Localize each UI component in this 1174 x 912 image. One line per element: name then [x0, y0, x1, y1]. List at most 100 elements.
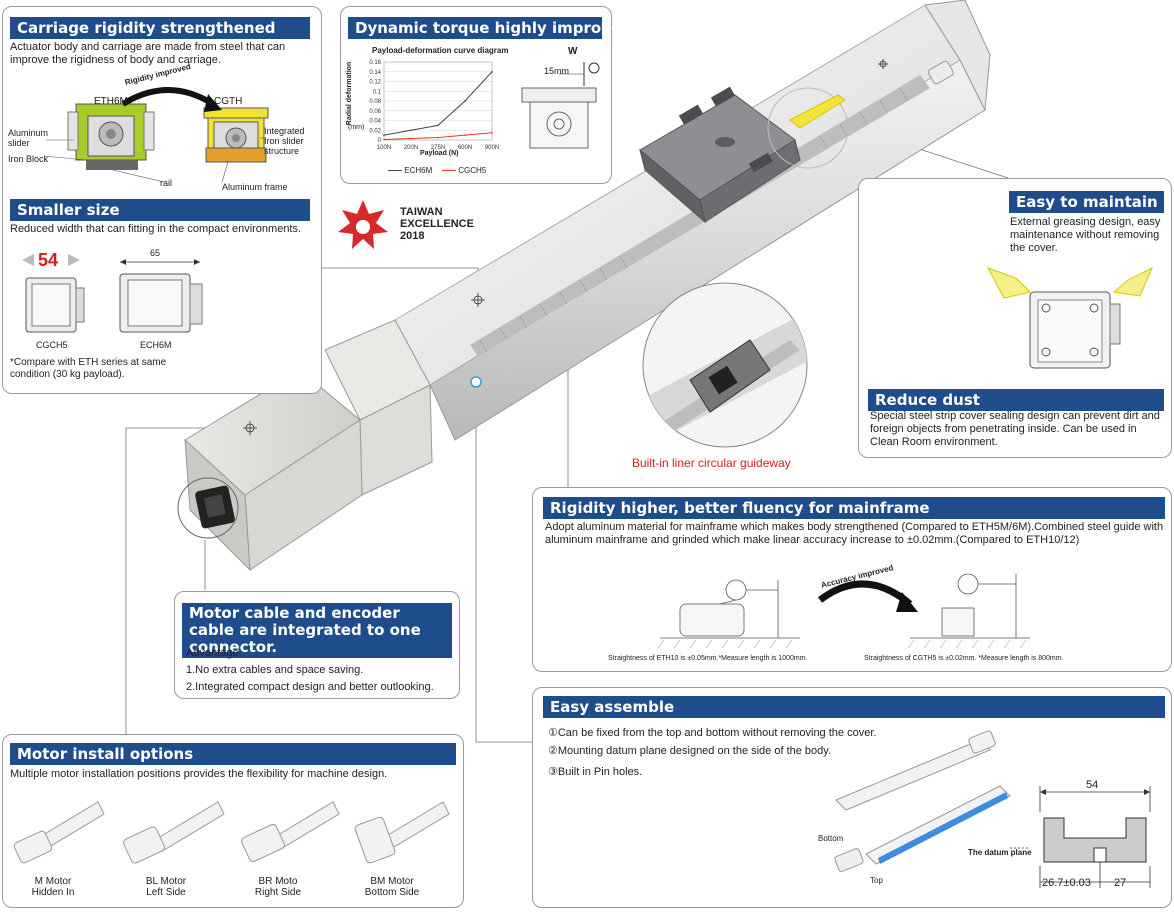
easy-assemble-title: Easy assemble [543, 696, 1165, 718]
maintain-title: Easy to maintain [1009, 191, 1164, 213]
chart-xtick-label: 600N [458, 145, 472, 151]
chart-xtick-label: 275N [431, 145, 445, 151]
assemble-item2: ②Mounting datum plane designed on the si… [548, 745, 832, 757]
torque-test-diagram [521, 62, 600, 149]
actuator-end-cap [924, 0, 991, 112]
chart-series-line-cgch5 [383, 132, 493, 141]
profile-dimension-drawing [1010, 786, 1151, 888]
motor-option-br: BR Moto Right Side [250, 876, 306, 898]
motor-option-bm-desc: Bottom Side [364, 887, 420, 898]
motor-cable-item2: 2.Integrated compact design and better o… [186, 681, 434, 693]
dim-right: 27 [1114, 877, 1127, 889]
chart-title: Payload-deformation curve diagram [372, 46, 509, 55]
chart-ytick-label: 0.04 [369, 119, 381, 125]
rigidity-desc: Adopt aluminum material for mainframe wh… [545, 521, 1164, 546]
chart-ytick-label: 0.14 [369, 70, 381, 76]
model-ech-label: ECH6M [140, 340, 172, 350]
maintain-diagram [986, 266, 1153, 369]
motor-option-m-desc: Hidden In [31, 887, 75, 898]
maintain-desc: External greasing design, easy maintenan… [1010, 216, 1161, 254]
motor-options-title: Motor install options [10, 743, 456, 765]
label-eth6m: ETH6M [94, 96, 128, 107]
chart-ytick-label: 0.12 [369, 80, 381, 86]
award-line3: 2018 [400, 230, 425, 242]
legend-label-cgch: CGCH5 [458, 166, 487, 175]
chart-legend-cgch: CGCH5 [442, 166, 486, 175]
chart-legend-ech: ECH6M [388, 166, 432, 175]
chart-ytick-label: 0.1 [373, 89, 382, 95]
chart-xlabel: Payload (N) [420, 150, 459, 157]
width-cgch-value: 54 [38, 250, 59, 270]
straightness-caption-left: Straightness of ETH10 is ±0.05mm.*Measur… [608, 655, 808, 662]
assemble-item1: ①Can be fixed from the top and bottom wi… [548, 727, 877, 739]
torque-w-label: W [568, 46, 578, 57]
motor-option-m-name: M Motor [34, 876, 72, 887]
chart-point-ech6m [437, 124, 439, 127]
chart-point-cgch5 [491, 131, 493, 134]
dynamic-torque-title: Dynamic torque highly improved [348, 17, 632, 39]
chart-point-ech6m [491, 70, 493, 73]
taiwan-excellence-logo [338, 200, 388, 249]
callout-circle-grease [767, 87, 849, 169]
award-line2: EXCELLENCE [400, 218, 474, 230]
chart-point-cgch5 [464, 134, 466, 136]
chart-ytick-label: 0.06 [369, 109, 381, 115]
chart-xtick-label: 200N [404, 145, 418, 151]
label-cgth: CGTH [214, 96, 243, 107]
model-cgch-label: CGCH5 [36, 340, 68, 350]
chart-ylabel: Radial deformation [346, 61, 354, 126]
motor-option-bl-name: BL Motor [145, 876, 187, 887]
chart-ytick-label: 0.16 [369, 60, 381, 66]
callout-circle-connector [177, 477, 239, 539]
chart-ytick-label: 0 [378, 138, 382, 144]
label-aluminum-slider: Aluminum slider [8, 128, 49, 148]
motor-option-bl-desc: Left Side [146, 887, 186, 898]
dim-width: 54 [1086, 779, 1099, 791]
motor-options-desc: Multiple motor installation positions pr… [10, 768, 388, 780]
reduce-dust-title: Reduce dust [868, 389, 1164, 411]
motor-option-bm-name: BM Motor [370, 876, 414, 887]
size-compare-diagram [22, 254, 203, 333]
smaller-size-title: Smaller size [10, 199, 310, 221]
chart-point-ech6m [464, 100, 466, 102]
motor-cable-title: Motor cable and encoder cable are integr… [182, 603, 452, 658]
smaller-size-note: *Compare with ETH series at same conditi… [10, 357, 167, 380]
assemble-label-top: Top [870, 876, 883, 885]
motor-option-br-name: BR Moto [258, 876, 298, 887]
motor-option-br-desc: Right Side [254, 887, 302, 898]
label-rail: rail [160, 178, 173, 188]
carriage-rigidity-desc: Actuator body and carriage are made from… [10, 41, 286, 66]
motor-option-bl: BL Motor Left Side [138, 876, 194, 898]
chart-point-ech6m [383, 134, 385, 136]
carriage-diagram [43, 87, 269, 183]
motor-options-diagram [13, 801, 450, 864]
chart-yunit: (mm) [348, 124, 365, 131]
carriage-rigidity-title: Carriage rigidity strengthened [10, 17, 310, 39]
legend-swatch-cgch [442, 170, 456, 172]
reduce-dust-desc: Special steel strip cover sealing design… [870, 410, 1160, 448]
chart-xtick-label: 900N [485, 145, 499, 151]
motor-cable-item1: 1.No extra cables and space saving. [186, 664, 364, 676]
assemble-label-datum: The datum plane [968, 848, 1032, 857]
chart-ytick-label: 0.08 [369, 99, 381, 105]
motor-cable-advantage-label: Advantage: [186, 647, 242, 659]
chart-point-cgch5 [383, 138, 385, 141]
label-aluminum-frame: Aluminum frame [222, 182, 288, 192]
straightness-caption-right: Straightness of CGTH5 is ±0.02mm. *Measu… [864, 655, 1064, 662]
chart-point-cgch5 [437, 136, 439, 139]
assemble-item3: ③Built in Pin holes. [548, 766, 643, 778]
legend-swatch-ech [388, 170, 402, 172]
torque-distance-label: 15mm [544, 66, 570, 76]
label-integrated-iron-slider: Integrated Iron slider structure [264, 126, 305, 156]
smaller-size-desc: Reduced width that can fitting in the co… [10, 223, 302, 235]
motor-option-bm: BM Motor Bottom Side [362, 876, 422, 898]
motor-option-m: M Motor Hidden In [28, 876, 78, 898]
assemble-label-bottom: Bottom [818, 834, 844, 843]
straightness-diagram [657, 573, 1030, 649]
guideway-caption: Built-in liner circular guideway [632, 456, 791, 470]
chart-point-ech6m [410, 129, 412, 132]
chart-point-cgch5 [410, 137, 412, 140]
chart-xtick-label: 100N [377, 145, 391, 151]
